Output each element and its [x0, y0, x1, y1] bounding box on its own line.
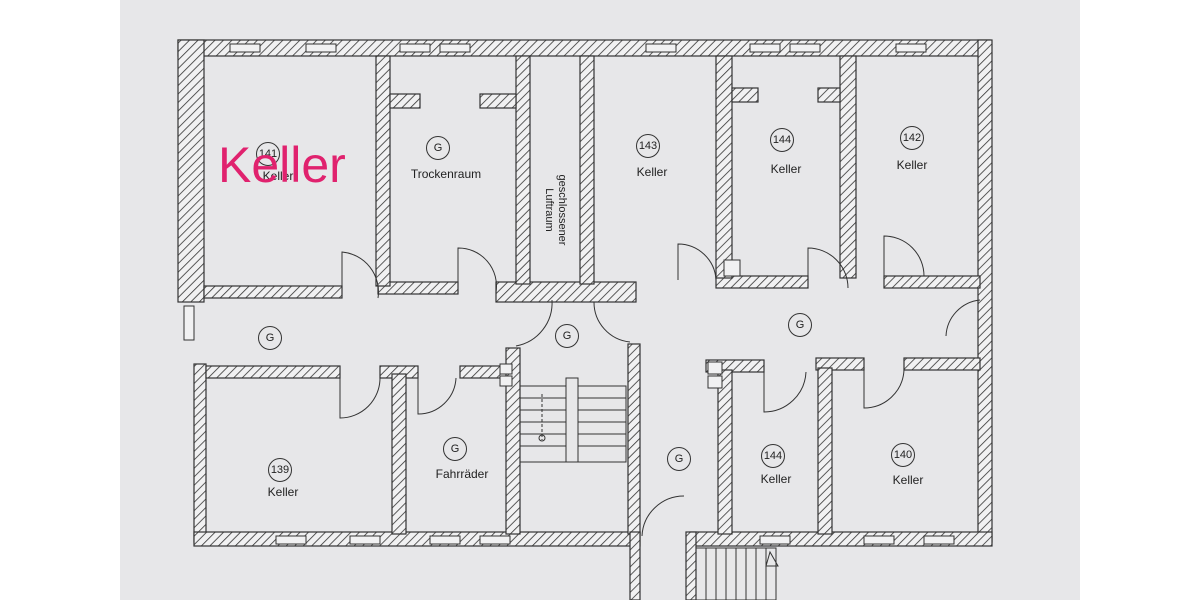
wall-139-fahr — [391, 373, 407, 535]
wall-141-trocken — [375, 55, 391, 287]
room-name-144-top: Keller — [770, 162, 802, 176]
room-number-144-top: 144 — [770, 128, 794, 152]
outer-wall-left-upper — [177, 39, 205, 303]
stair-hall-mark: G — [667, 447, 691, 471]
room-name-luftraum: geschlossener Luftraum — [542, 175, 568, 246]
room-number-144-bottom: 144 — [761, 444, 785, 468]
wall-entrance-right — [685, 531, 697, 600]
outer-wall-bottom-left — [193, 531, 641, 547]
wall-upper-corridor-1 — [203, 285, 343, 299]
room-number-139: 139 — [268, 458, 292, 482]
wall-stair-right — [627, 343, 641, 535]
outer-wall-left-lower — [193, 363, 207, 543]
room-name-fahrraeder: Fahrräder — [435, 467, 489, 481]
room-name-143: Keller — [636, 165, 668, 179]
room-name-141: Keller — [262, 169, 294, 183]
wall-144-wing-right — [817, 87, 841, 103]
room-number-fahrraeder: G — [443, 437, 467, 461]
wall-trocken-luft — [515, 55, 531, 285]
room-name-142: Keller — [896, 158, 928, 172]
stairs — [519, 377, 779, 600]
wall-trocken-wing-left — [389, 93, 421, 109]
room-number-142: 142 — [900, 126, 924, 150]
wall-144-wing-left — [731, 87, 759, 103]
walls — [177, 39, 993, 600]
wall-upper-corridor-3 — [495, 281, 637, 303]
room-name-144-bottom: Keller — [760, 472, 792, 486]
wall-143-144 — [715, 55, 733, 279]
room-name-139: Keller — [267, 485, 299, 499]
outer-wall-right — [977, 39, 993, 543]
room-number-trockenraum: G — [426, 136, 450, 160]
wall-144-142 — [839, 55, 857, 279]
shafts — [499, 259, 741, 389]
overlay-title: Keller — [218, 137, 346, 193]
room-number-143: 143 — [636, 134, 660, 158]
room-name-trockenraum: Trockenraum — [410, 167, 482, 181]
corridor-right-mark: G — [788, 313, 812, 337]
wall-trocken-wing-right — [479, 93, 517, 109]
wall-lower-corridor-1 — [205, 365, 341, 379]
corridor-center-mark: G — [555, 324, 579, 348]
wall-lower-corridor-6 — [903, 357, 981, 371]
wall-upper-corridor-5 — [883, 275, 981, 289]
windows — [183, 43, 955, 545]
room-name-140: Keller — [892, 473, 924, 487]
room-number-140: 140 — [891, 443, 915, 467]
door-swings — [339, 235, 981, 537]
wall-entrance-left — [629, 531, 641, 600]
wall-luft-143 — [579, 55, 595, 285]
wall-144-140 — [817, 367, 833, 535]
wall-lower-corridor-5 — [815, 357, 865, 371]
luftraum-line2: Luftraum — [543, 188, 555, 232]
corridor-left-mark: G — [258, 326, 282, 350]
luftraum-line1: geschlossener — [556, 174, 568, 246]
wall-entry-144 — [717, 369, 733, 535]
room-number-141: 141 — [256, 142, 280, 166]
outer-wall-top — [177, 39, 991, 57]
